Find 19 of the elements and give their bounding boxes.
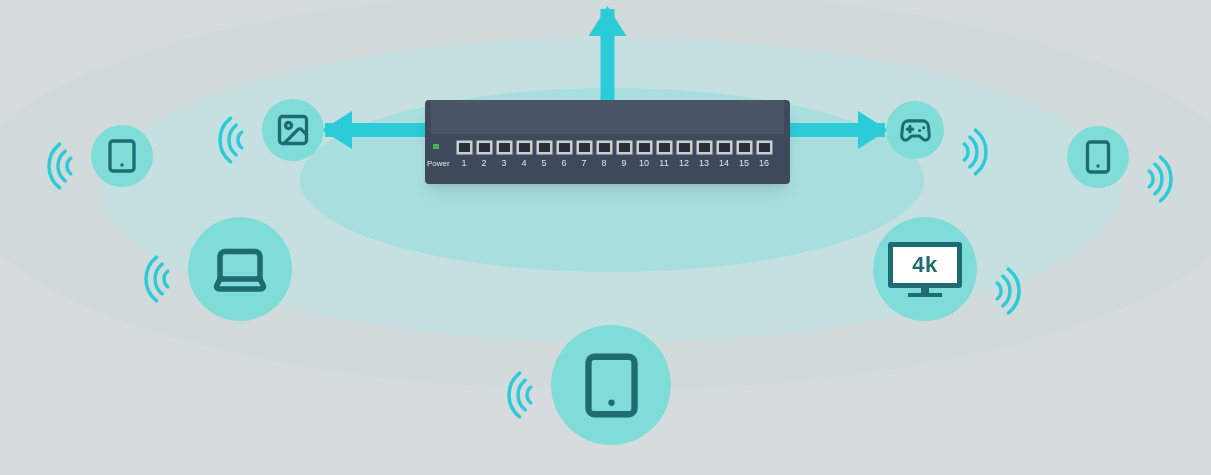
port-number: 4 bbox=[521, 159, 527, 168]
port-number: 13 bbox=[699, 159, 709, 168]
port-number: 6 bbox=[561, 159, 567, 168]
port-number: 15 bbox=[739, 159, 749, 168]
port-number: 7 bbox=[581, 159, 587, 168]
power-label: Power bbox=[427, 160, 450, 168]
port-number: 14 bbox=[719, 159, 729, 168]
network-switch bbox=[425, 100, 790, 184]
port-number: 2 bbox=[481, 159, 487, 168]
port-number: 8 bbox=[601, 159, 607, 168]
port-number: 12 bbox=[679, 159, 689, 168]
resolution-label: 4k bbox=[912, 253, 938, 276]
port-number: 9 bbox=[621, 159, 627, 168]
port-number: 1 bbox=[461, 159, 467, 168]
port-number: 11 bbox=[659, 159, 669, 168]
port-number: 10 bbox=[639, 159, 649, 168]
port-number: 5 bbox=[541, 159, 547, 168]
port-number: 3 bbox=[501, 159, 507, 168]
port-number: 16 bbox=[759, 159, 769, 168]
